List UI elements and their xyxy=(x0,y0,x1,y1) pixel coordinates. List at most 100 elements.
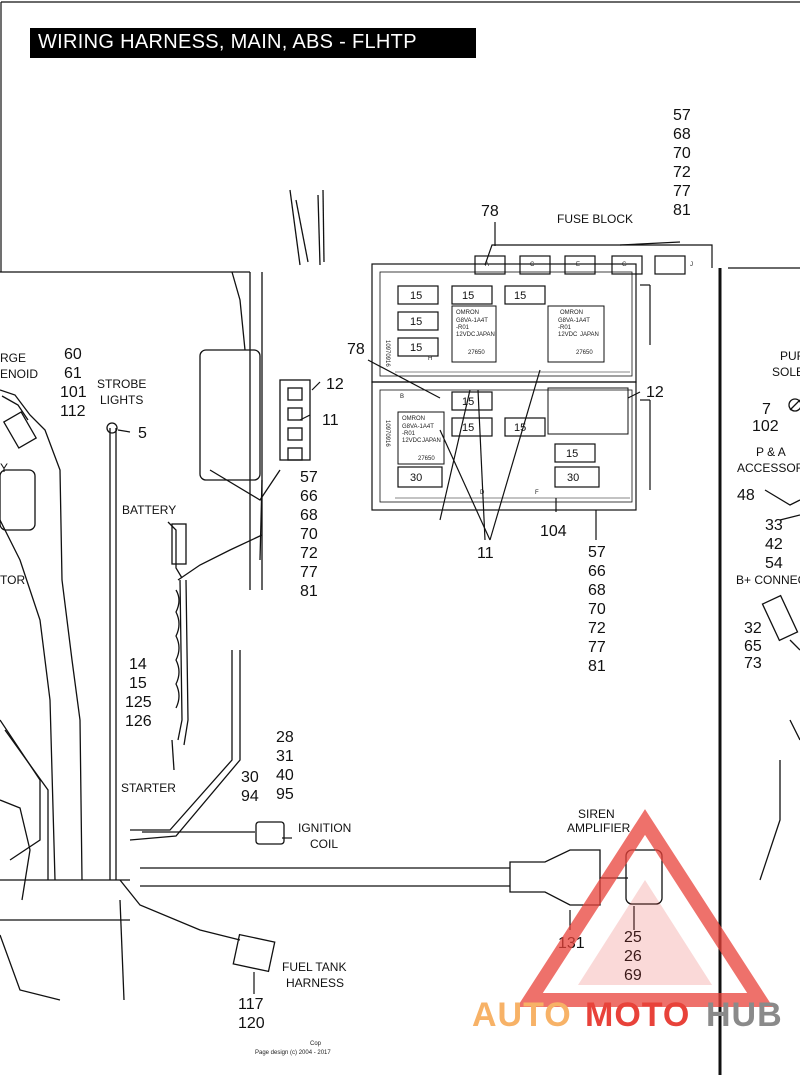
slot-j: J xyxy=(690,262,693,268)
left-components xyxy=(0,389,130,1001)
callout-57-center-3: 70 xyxy=(300,526,318,543)
callout-117-0: 117 xyxy=(238,996,264,1013)
label-right-sole: SOLE xyxy=(772,365,800,379)
fuse-15-g: 15 xyxy=(462,422,474,434)
fuse-15-d: 15 xyxy=(462,290,474,302)
fuse-15-e: 15 xyxy=(514,290,526,302)
callout-78-top: 78 xyxy=(481,203,499,220)
fuel-tank-harness xyxy=(119,879,276,973)
relay-3-model2: -R01 xyxy=(402,431,416,437)
callout-57-top-3: 72 xyxy=(673,164,691,181)
callout-57-center-2: 68 xyxy=(300,507,318,524)
fuse-15-f: 15 xyxy=(462,396,474,408)
callout-57-right-4: 72 xyxy=(588,620,606,637)
label-ignition-2: COIL xyxy=(310,837,338,851)
label-bplus: B+ CONNEC xyxy=(736,573,800,587)
slot-e: E xyxy=(576,262,580,268)
footer-line1: Cop xyxy=(310,1041,322,1047)
callout-28-2: 40 xyxy=(276,767,294,784)
relay-1-maker: OMRON xyxy=(456,310,479,316)
relay-1-code: 27650 xyxy=(468,350,485,356)
label-strobe-1: STROBE xyxy=(97,377,146,391)
callout-57-top-4: 77 xyxy=(673,183,691,200)
label-fuel-2: HARNESS xyxy=(286,976,344,990)
slot-b: B xyxy=(400,394,404,400)
callout-32-0: 32 xyxy=(744,620,762,637)
label-ignition-1: IGNITION xyxy=(298,821,351,835)
callout-57-top-1: 68 xyxy=(673,126,691,143)
relay-2-maker: OMRON xyxy=(560,310,583,316)
callout-57-right-3: 70 xyxy=(588,601,606,618)
callout-30-1: 94 xyxy=(241,788,259,805)
slot-a: A xyxy=(485,262,489,268)
component-labels: FUSE BLOCK STROBE LIGHTS BATTERY STARTER… xyxy=(0,212,800,990)
callout-60-0: 60 xyxy=(64,346,82,363)
callout-57-right-1: 66 xyxy=(588,563,606,580)
callout-57-center-1: 66 xyxy=(300,488,318,505)
ignition-coil xyxy=(142,821,285,845)
fuse-15-c: 15 xyxy=(410,342,422,354)
slot-h: H xyxy=(428,356,432,362)
callout-14-1: 15 xyxy=(129,675,147,692)
callout-104: 104 xyxy=(540,523,567,540)
fuse-30-a: 30 xyxy=(410,472,422,484)
label-battery: BATTERY xyxy=(122,503,176,517)
callout-57-right-0: 57 xyxy=(588,544,606,561)
callout-14-0: 14 xyxy=(129,656,147,673)
callout-78-mid: 78 xyxy=(347,341,365,358)
fuse-30-b: 30 xyxy=(567,472,579,484)
callout-numbers: 57 68 70 72 77 81 78 78 12 12 11 11 104 … xyxy=(60,107,783,1032)
title-bar: WIRING HARNESS, MAIN, ABS - FLHTP xyxy=(30,28,476,58)
callout-14-3: 126 xyxy=(125,713,152,730)
label-strobe-2: LIGHTS xyxy=(100,393,143,407)
slot-g: G xyxy=(622,262,627,268)
callout-11-bottom: 11 xyxy=(477,545,494,562)
label-purge-1: RGE xyxy=(0,351,26,365)
callout-30-0: 30 xyxy=(241,769,259,786)
page-title: WIRING HARNESS, MAIN, ABS - FLHTP xyxy=(38,31,417,53)
callout-33-2: 54 xyxy=(765,555,783,572)
callout-57-center-0: 57 xyxy=(300,469,318,486)
callout-32-1: 65 xyxy=(744,638,762,655)
label-siren-1: SIREN xyxy=(578,807,615,821)
battery-cable xyxy=(167,521,263,771)
callout-57-top-0: 57 xyxy=(673,107,691,124)
callout-57-top-5: 81 xyxy=(673,202,691,219)
fuse-15-i: 15 xyxy=(566,448,578,460)
relay-3-code: 27650 xyxy=(418,456,435,462)
callout-32-2: 73 xyxy=(744,655,762,672)
callout-57-right-5: 77 xyxy=(588,639,606,656)
label-left-y: Y xyxy=(0,461,8,475)
callout-25-0: 25 xyxy=(624,929,642,946)
watermark-moto: MOTO xyxy=(585,996,690,1034)
relay-2-model2: -R01 xyxy=(558,325,572,331)
callout-25-2: 69 xyxy=(624,967,642,984)
label-fuse-block: FUSE BLOCK xyxy=(557,212,633,226)
leader-lines xyxy=(117,222,641,994)
callout-14-2: 125 xyxy=(125,694,152,711)
callout-57-center-6: 81 xyxy=(300,583,318,600)
callout-57-center-5: 77 xyxy=(300,564,318,581)
fuse-block xyxy=(371,241,713,511)
relay-3-maker: OMRON xyxy=(402,416,425,422)
label-fuel-1: FUEL TANK xyxy=(282,960,346,974)
block-id-top: 10970916 xyxy=(384,340,390,367)
label-right-pur: PUR xyxy=(780,349,800,363)
siren-amplifier-run xyxy=(140,849,663,906)
label-left-tor: TOR xyxy=(0,573,25,587)
label-starter: STARTER xyxy=(121,781,176,795)
fuse-values: 15 15 15 15 15 15 15 15 15 30 30 OMRON G… xyxy=(384,262,693,496)
label-purge-2: ENOID xyxy=(0,367,38,381)
callout-7-1: 102 xyxy=(752,418,779,435)
callout-28-0: 28 xyxy=(276,729,294,746)
callout-11-left: 11 xyxy=(322,412,339,429)
watermark-hub: HUB xyxy=(706,996,783,1034)
callout-60-2: 101 xyxy=(60,384,87,401)
fuse-15-a: 15 xyxy=(410,290,422,302)
callout-12-right: 12 xyxy=(646,384,664,401)
relay-1-model2: -R01 xyxy=(456,325,470,331)
callout-60-3: 112 xyxy=(60,403,86,420)
relay-1-model: G8VA-1A4T xyxy=(456,318,488,324)
relay-2-volt: 12VDC xyxy=(558,332,578,338)
